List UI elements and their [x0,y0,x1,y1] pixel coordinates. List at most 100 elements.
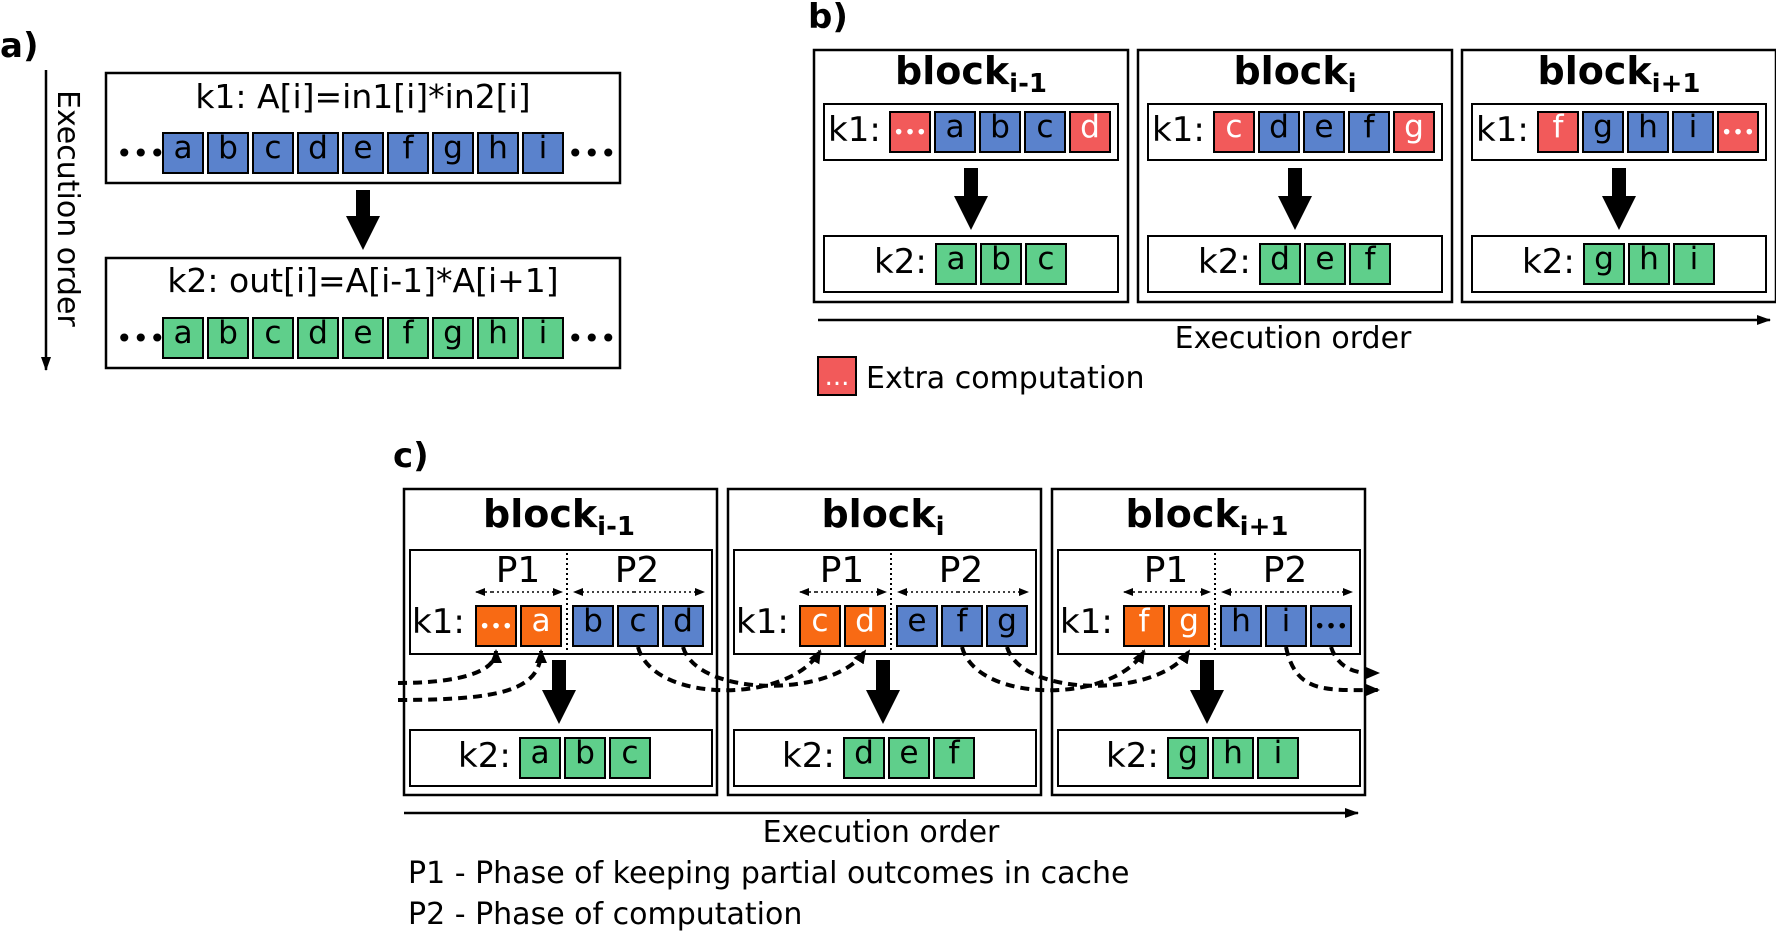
panel-c-block-title: blocki-1 [483,492,635,542]
panel-c-k1-cell-box [1310,605,1352,647]
panel-b-k2-cell-box [1673,243,1715,285]
panel-b-k1-cell-box [889,111,931,153]
panel-b-k1-cell-label: d [1080,109,1100,145]
a-k1-cell-e-box [342,132,384,174]
panel-b-k1-cell: g [1582,109,1624,153]
dep-arrow-incoming-1 [397,649,502,685]
a-k2-cell-i: i [522,315,564,359]
a-k1-cell-c: c [252,130,294,174]
a-k2-cell-d: d [297,315,339,359]
a-k1-cell-d-label: d [308,130,328,166]
panel-c-k1-to-k2-arrow [866,660,900,724]
panel-c-k2-cell: c [609,735,651,779]
panel-b-k1-cell: d [1258,109,1300,153]
panel-b-k1-cell-box [1069,111,1111,153]
panel-c-k1-cell: c [617,603,659,647]
a-k1-cell-h-box [477,132,519,174]
panel-b-k2-cell: e [1304,241,1346,285]
panel-b-k1-cell-label: c [1225,109,1242,145]
panel-b-k1-cell-label: h [1638,109,1658,145]
panel-b-k1-to-k2-arrow [1278,168,1312,230]
panel-c-k1-cell: ••• [1310,605,1352,647]
panel-c-k1-cell-label: h [1231,603,1251,639]
a-k2-cell-h: h [477,315,519,359]
a-k1-cell-i: i [522,130,564,174]
a-k1-cell-g-label: g [443,130,463,166]
panel-b-k2-cell: b [980,241,1022,285]
panel-b-k1-cell: e [1303,109,1345,153]
panel-c-k1-cell-box [617,605,659,647]
panel-b-k1-cell: ••• [889,111,931,153]
panel-b-k2-cell: c [1025,241,1067,285]
panel-b-k2-cell-box [980,243,1022,285]
panel-c-execution-order-label: Execution order [763,815,1000,850]
panel-c-k2-cell: g [1167,735,1209,779]
panel-b-k2-cell: f [1349,241,1391,285]
panel-c-k2-cell-box [1257,737,1299,779]
panel-b-k2-cell-label: i [1690,241,1699,277]
panel-b-k2-label: k2: [1522,242,1575,282]
panel-c-k1-cell: d [662,603,704,647]
a-k1-cell-a-box [162,132,204,174]
panel-b-k2-cell: a [935,241,977,285]
a-k2-cell-h-label: h [488,315,508,351]
block-word: block [895,49,1010,93]
panel-c-k1-cell-box [986,605,1028,647]
panel-c-p1-label: P1 [1144,550,1189,591]
panel-c-k1-cell: d [844,603,886,647]
legend-p2-text: P2 - Phase of computation [408,897,802,932]
block-word: block [483,492,598,536]
panel-c-k2-label: k2: [1106,736,1159,776]
panel-b-k2-cell-box [1583,243,1625,285]
panel-c-k1-box [733,549,1037,655]
a-k1-cell-c-box [252,132,294,174]
a-k1-cell-d-box [297,132,339,174]
panel-b-k1-cell-box [1258,111,1300,153]
panel-c-k1-cell: c [799,603,841,647]
a-k2-cell-f-label: f [403,315,415,351]
panel-b-block-title: blocki-1 [895,49,1047,99]
a-k1-cell-b-label: b [218,130,238,166]
panel-a-k1-title: k1: A[i]=in1[i]*in2[i] [195,77,530,116]
panel-b-block-title: blocki [1233,49,1356,99]
panel-b-k1-cell-label: b [990,109,1010,145]
panel-b-label: b) [808,0,848,37]
panel-c-k1-cell-box [896,605,938,647]
panel-b-k1-cell-label: c [1036,109,1053,145]
panel-c-k2-cell-box [1212,737,1254,779]
a-k1-cell-f-box [387,132,429,174]
panel-b-k2-cell-box [1304,243,1346,285]
panel-c-k1-cell: i [1265,603,1307,647]
panel-c-k1-cell-box [475,605,517,647]
legend-extra-text: Extra computation [866,361,1144,396]
panel-b-k2-cell: i [1673,241,1715,285]
a-k1-cell-h: h [477,130,519,174]
panel-c-k1-cell: f [941,603,983,647]
panel-c-k1-cell-box [1168,605,1210,647]
a-k1-cell-b-box [207,132,249,174]
panel-b-k2-cell-label: e [1315,241,1334,277]
panel-c-k1-label: k1: [412,602,465,642]
panel-b-k1-cell: ••• [1717,111,1759,153]
panel-c-k1-cell-label: c [629,603,646,639]
panel-a-execution-order-label: Execution order [50,90,85,327]
panel-a-k1-to-k2-arrow [346,190,380,250]
block-subscript: i-1 [597,512,635,542]
panel-b-k1-label: k1: [828,110,881,150]
panel-c-k2-label: k2: [782,736,835,776]
panel-c-k2-cell-label: a [530,735,549,771]
panel-c-k1-cell-label: a [531,603,550,639]
legend-swatch-extra [817,356,857,396]
a-k1-cell-c-label: c [264,130,281,166]
panel-c-p1-label: P1 [496,550,541,591]
panel-b-k1-cell-box [1213,111,1255,153]
panel-b-k1-cell-box [1672,111,1714,153]
panel-c-k1-cell-label: ••• [1314,615,1348,638]
a-k1-cell-i-box [522,132,564,174]
panel-a-k1-dots-right: ••• [567,137,617,170]
panel-c-k2-cell-label: i [1274,735,1283,771]
a-k2-cell-c: c [252,315,294,359]
